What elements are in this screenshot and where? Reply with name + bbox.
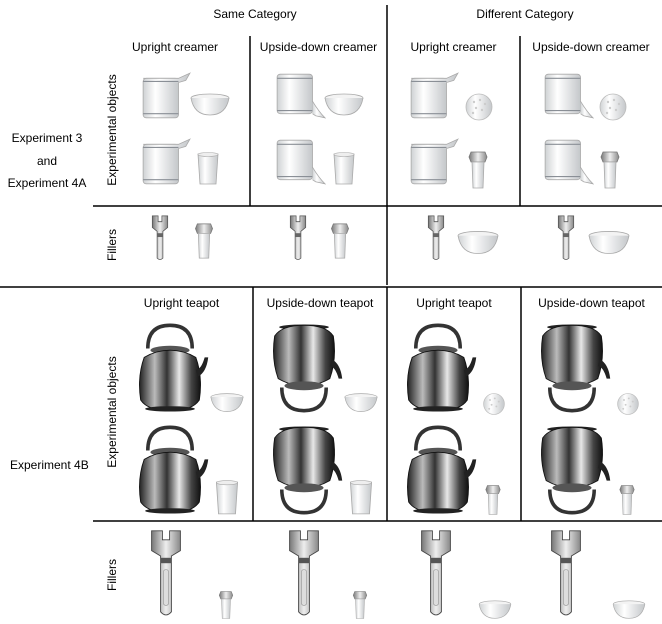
cup-icon [196,152,220,186]
experiment-and-label: and [36,154,58,168]
wrench-icon [148,528,184,620]
cap-cup-icon [618,484,636,516]
cap-cup-icon [194,222,214,260]
bowl-icon [612,600,646,620]
ball-icon [598,92,628,122]
experiment-3-title: Experiment 3 [11,131,83,145]
ball-icon [482,392,506,416]
cap-cup-icon [330,222,350,260]
upside-down-creamer-icon [542,136,594,188]
cap-cup-icon [600,150,620,190]
group-same-category: Same Category [213,7,297,21]
wrench-icon [548,528,584,620]
row-label-experimental-objects-a: Experimental objects [105,74,119,186]
bowl-icon [324,92,364,118]
cap-cup-icon [218,590,234,620]
row-label-experimental-objects-b: Experimental objects [105,356,119,468]
bowl-icon [344,392,378,414]
bowl-icon [210,392,244,414]
upside-down-creamer-icon [274,70,326,122]
wrench-icon [418,528,454,620]
cup-icon [348,480,374,516]
upside-down-creamer-icon [274,136,326,188]
cap-cup-icon [352,590,368,620]
bowl-icon [457,230,499,256]
upright-creamer-icon [140,70,192,122]
cup-icon [214,480,240,516]
bowl-icon [478,600,512,620]
wrench-icon [286,528,322,620]
col-header-upside-down-teapot-1: Upside-down teapot [266,296,374,310]
col-header-upright-teapot-1: Upright teapot [143,296,220,310]
cap-cup-icon [468,150,488,190]
upside-down-teapot-icon [264,322,344,414]
wrench-icon [148,214,172,262]
upright-teapot-icon [130,322,210,414]
upright-creamer-icon [408,70,460,122]
upright-creamer-icon [408,136,460,188]
ball-icon [616,392,640,416]
col-header-upside-down-teapot-2: Upside-down teapot [538,296,645,310]
upside-down-teapot-icon [532,322,612,414]
group-different-category: Different Category [476,7,574,21]
wrench-icon [424,214,448,262]
bowl-icon [588,230,630,256]
wrench-icon [286,214,310,262]
experiment-4a-title: Experiment 4A [7,176,87,190]
cup-icon [332,152,356,186]
upside-down-creamer-icon [542,70,594,122]
col-header-upright-creamer-1: Upright creamer [131,40,219,54]
col-header-upright-teapot-2: Upright teapot [416,296,492,310]
row-label-fillers-a: Fillers [105,229,119,261]
upright-teapot-icon [398,424,478,516]
upside-down-teapot-icon [264,424,344,516]
upright-creamer-icon [140,136,192,188]
col-header-upside-down-creamer-1: Upside-down creamer [259,40,378,54]
ball-icon [464,92,494,122]
row-label-fillers-b: Fillers [105,559,119,591]
experiment-4b-title: Experiment 4B [10,458,89,472]
upside-down-teapot-icon [532,424,612,516]
wrench-icon [554,214,578,262]
bowl-icon [190,92,230,118]
upright-teapot-icon [130,424,210,516]
cap-cup-icon [484,484,502,516]
upright-teapot-icon [398,322,478,414]
col-header-upside-down-creamer-2: Upside-down creamer [532,40,650,54]
col-header-upright-creamer-2: Upright creamer [410,40,497,54]
